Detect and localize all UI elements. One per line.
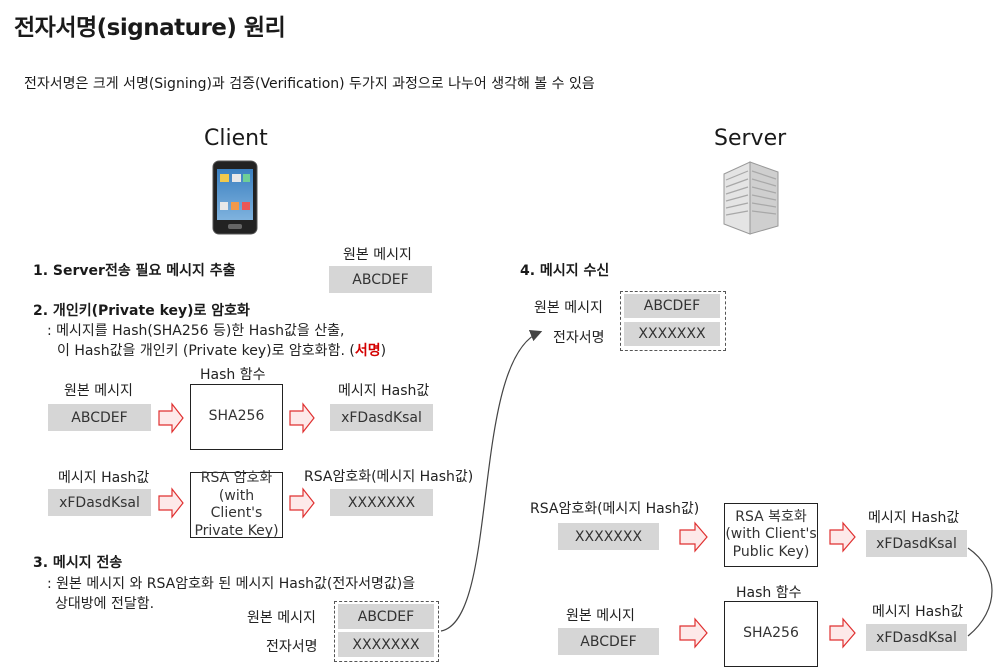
- rsa-decrypt-line1: RSA 복호화: [735, 508, 807, 525]
- step2-desc-line1: : 메시지를 Hash(SHA256 등)한 Hash값을 산출,: [47, 323, 345, 339]
- server-dec-hash-value: xFDasdKsal: [866, 530, 967, 557]
- client-hash-func-label: Hash 함수: [200, 367, 266, 383]
- rsa-result-label: RSA암호화(메시지 Hash값): [304, 469, 474, 485]
- server-calc-hash-value: xFDasdKsal: [866, 624, 967, 651]
- send-sig-label: 전자서명: [266, 639, 318, 655]
- rsa-result-value: XXXXXXX: [330, 489, 433, 516]
- block-arrow-2: [289, 402, 315, 434]
- server-header: Server: [714, 126, 787, 151]
- send-orig-value: ABCDEF: [338, 604, 434, 629]
- compare-connector: [967, 547, 993, 637]
- client-msg-hash-value2: xFDasdKsal: [48, 489, 151, 516]
- client-orig-msg-value: ABCDEF: [48, 404, 151, 431]
- orig-msg-label-top: 원본 메시지: [343, 247, 412, 263]
- step1-title: 1. Server전송 필요 메시지 추출: [33, 263, 236, 279]
- block-arrow-3: [158, 487, 184, 519]
- server-rsa-in-label: RSA암호화(메시지 Hash값): [530, 501, 700, 517]
- step3-desc-line1: : 원본 메시지 와 RSA암호화 된 메시지 Hash값(전자서명값)을: [47, 576, 416, 592]
- server-rsa-in-value: XXXXXXX: [558, 523, 659, 550]
- page-subtitle: 전자서명은 크게 서명(Signing)과 검증(Verification) 두…: [24, 76, 595, 92]
- smartphone-icon: [212, 160, 258, 235]
- recv-package: [620, 291, 726, 351]
- server-orig-value: ABCDEF: [558, 628, 659, 655]
- page-title: 전자서명(signature) 원리: [14, 15, 286, 41]
- block-arrow-6: [829, 521, 856, 553]
- client-msg-hash-label2: 메시지 Hash값: [58, 470, 150, 486]
- client-sha256-box: SHA256: [190, 384, 283, 450]
- orig-msg-value-top: ABCDEF: [329, 266, 432, 293]
- block-arrow-5: [679, 521, 708, 553]
- block-arrow-7: [679, 617, 708, 649]
- step2-highlight: 서명: [354, 343, 381, 359]
- step2-desc-line2: 이 Hash값을 개인키 (Private key)로 암호화함. (서명): [57, 340, 386, 360]
- rsa-encrypt-box: RSA 암호화 (with Client's Private Key): [190, 470, 283, 539]
- server-orig-label: 원본 메시지: [566, 608, 635, 624]
- send-sig-value: XXXXXXX: [338, 632, 434, 657]
- server-hash-func-label: Hash 함수: [736, 585, 802, 601]
- step4-title: 4. 메시지 수신: [520, 263, 610, 279]
- recv-sig-label: 전자서명: [553, 330, 605, 346]
- rsa-decrypt-line2: (with Client's: [725, 526, 817, 543]
- step3-desc-line2: 상대방에 전달함.: [55, 596, 155, 612]
- block-arrow-8: [829, 617, 856, 649]
- block-arrow-1: [158, 402, 184, 434]
- send-package: [334, 601, 439, 662]
- send-orig-label: 원본 메시지: [247, 610, 316, 626]
- client-header: Client: [204, 126, 268, 151]
- transmit-arrow: [440, 330, 543, 632]
- step2-line2-text: 이 Hash값을 개인키 (Private key)로 암호화함. (: [57, 343, 355, 359]
- rsa-decrypt-line3: Public Key): [732, 543, 810, 560]
- server-calc-hash-label: 메시지 Hash값: [872, 604, 964, 620]
- client-orig-msg-label: 원본 메시지: [64, 383, 133, 399]
- rsa-encrypt-line2: (with Client's: [210, 487, 263, 522]
- step3-title: 3. 메시지 전송: [33, 555, 123, 571]
- step2-line2-end: ): [380, 343, 387, 359]
- rsa-encrypt-line1: RSA 암호화: [200, 470, 273, 486]
- rsa-encrypt-line3: Private Key): [194, 522, 279, 539]
- block-arrow-4: [289, 487, 315, 519]
- client-msg-hash-label: 메시지 Hash값: [338, 383, 430, 399]
- step2-title: 2. 개인키(Private key)로 암호화: [33, 303, 250, 319]
- server-dec-hash-label: 메시지 Hash값: [868, 510, 960, 526]
- recv-orig-value: ABCDEF: [624, 294, 720, 318]
- recv-orig-label: 원본 메시지: [534, 300, 603, 316]
- building-icon: [723, 161, 779, 235]
- client-msg-hash-value: xFDasdKsal: [330, 404, 433, 431]
- rsa-decrypt-box: RSA 복호화 (with Client's Public Key): [724, 503, 818, 567]
- recv-sig-value: XXXXXXX: [624, 322, 720, 346]
